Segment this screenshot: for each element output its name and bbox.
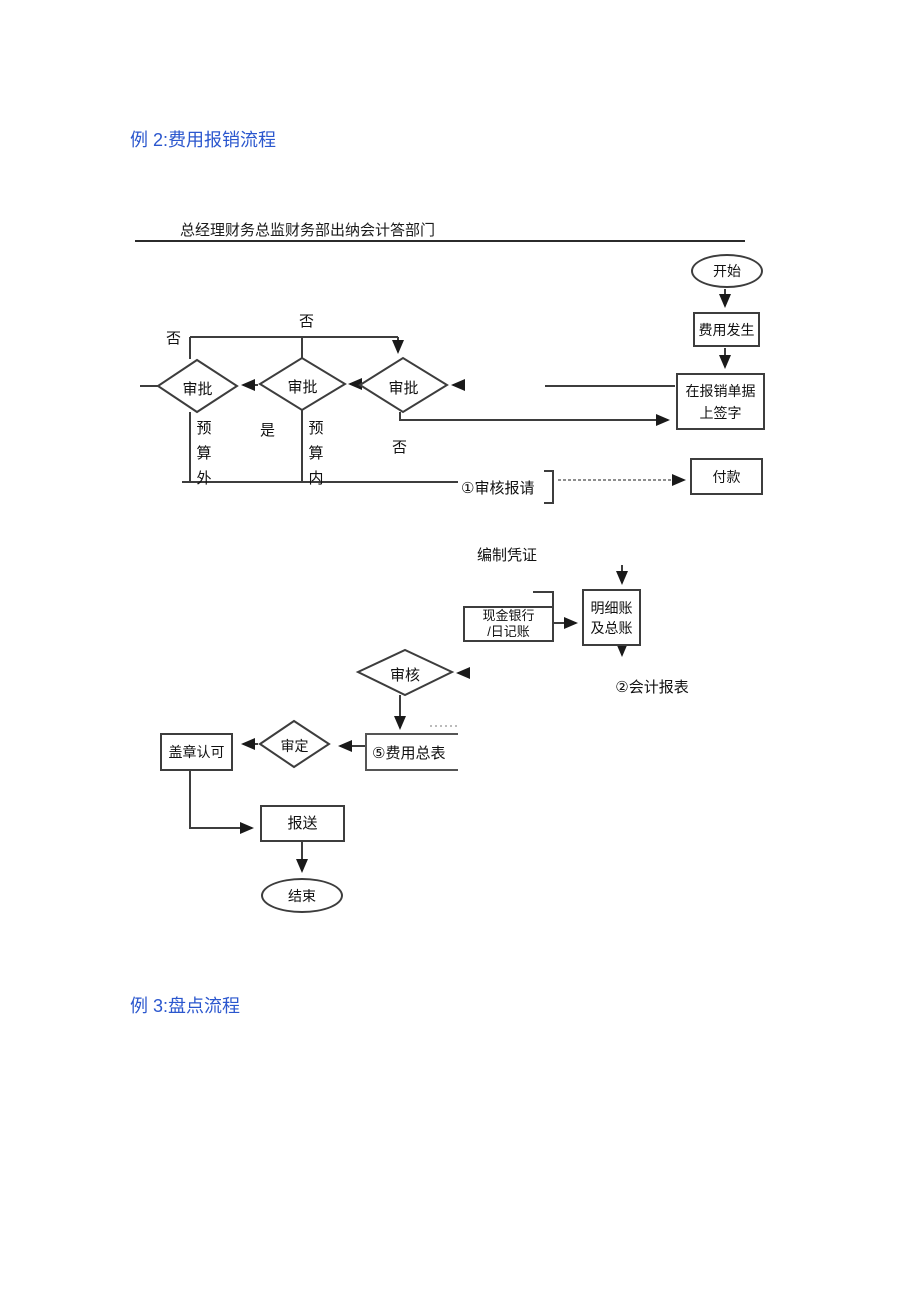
cash-bank-node: 现金银行 /日记账 <box>463 606 554 642</box>
gray-connectors <box>430 474 686 727</box>
approve-left-label: 审批 <box>182 381 213 398</box>
sign-label-line1: 在报销单据 <box>685 382 756 399</box>
cash-bank-label-line1: 现金银行 <box>482 608 535 623</box>
review-request-label: ①审核报请 <box>461 480 535 497</box>
approve-right-label: 审批 <box>388 380 419 397</box>
submit-node: 报送 <box>260 805 345 842</box>
no-label-top-left: 否 <box>166 330 182 347</box>
start-node: 开始 <box>691 254 763 288</box>
review-label: 审核 <box>389 667 420 684</box>
no-label-top-center: 否 <box>299 313 315 330</box>
sign-node: 在报销单据 上签字 <box>676 373 765 430</box>
ledger-node: 明细账 及总账 <box>582 589 641 646</box>
ledger-label-line1: 明细账 <box>590 599 633 616</box>
finalize-diamond <box>258 719 331 769</box>
out-of-budget-label: 预算外 <box>196 420 212 487</box>
expense-occurs-label: 费用发生 <box>698 321 755 338</box>
payment-node: 付款 <box>690 458 763 495</box>
accounting-report-label: ②会计报表 <box>615 679 689 696</box>
stamp-label: 盖章认可 <box>168 744 225 760</box>
end-node: 结束 <box>261 878 343 913</box>
approve-right-diamond <box>358 356 449 414</box>
start-label: 开始 <box>713 263 741 279</box>
decision-diamonds <box>156 356 455 769</box>
approve-left-diamond <box>156 358 239 414</box>
sign-label-line2: 上签字 <box>699 404 742 421</box>
expense-occurs-node: 费用发生 <box>693 312 760 347</box>
cash-bank-label-line2: /日记账 <box>487 624 530 639</box>
approve-middle-diamond <box>258 356 347 412</box>
approve-middle-label: 审批 <box>287 379 318 396</box>
expense-summary-label: ⑤费用总表 <box>372 745 446 762</box>
stamp-node: 盖章认可 <box>160 733 233 771</box>
review-diamond <box>355 648 455 697</box>
heading-example3: 例 3:盘点流程 <box>130 996 241 1016</box>
yes-label: 是 <box>260 422 276 439</box>
swimlane-header: 总经理财务总监财务部出纳会计答部门 <box>180 222 436 239</box>
within-budget-label: 预算内 <box>308 420 324 487</box>
expense-summary-box <box>365 733 458 771</box>
payment-label: 付款 <box>712 468 741 485</box>
prepare-voucher-label: 编制凭证 <box>477 547 538 564</box>
finalize-label: 审定 <box>280 738 309 754</box>
heading-example2: 例 2:费用报销流程 <box>130 130 277 150</box>
ledger-label-line2: 及总账 <box>590 619 633 636</box>
submit-label: 报送 <box>287 814 318 832</box>
no-label-bottom-right: 否 <box>392 439 408 456</box>
end-label: 结束 <box>288 887 316 904</box>
